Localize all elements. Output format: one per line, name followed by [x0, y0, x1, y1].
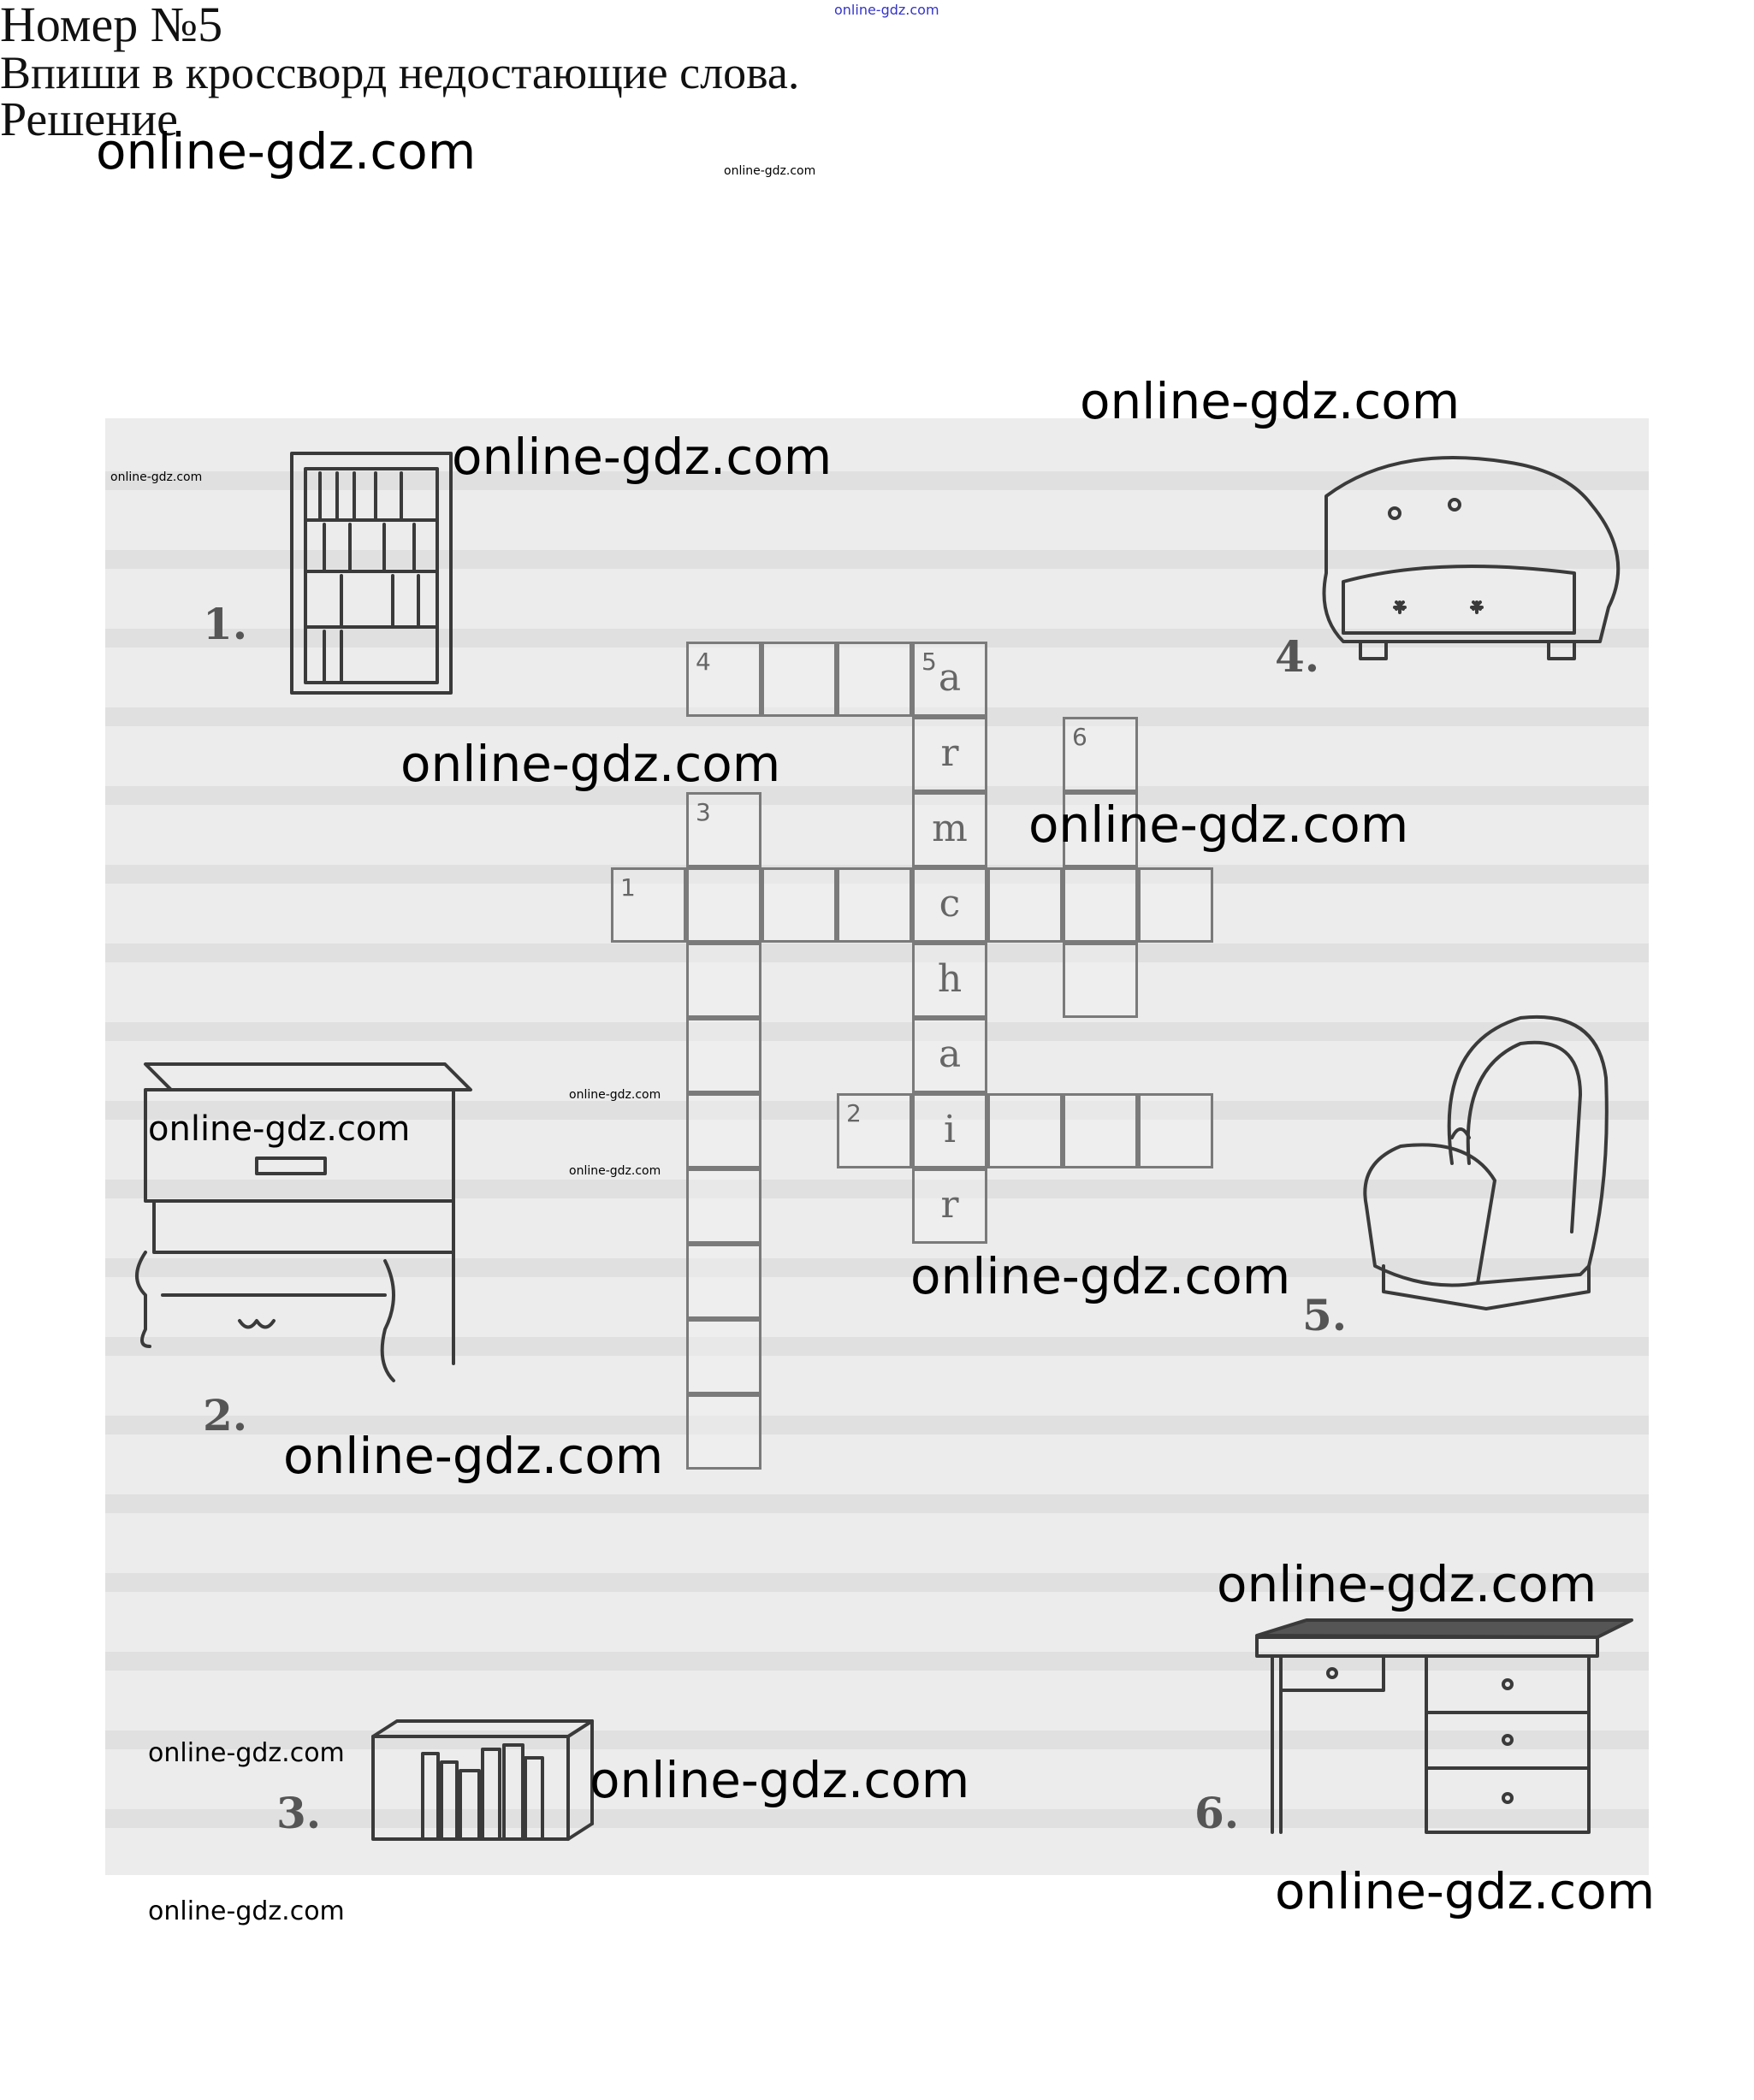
clue-number: 2 [846, 1099, 862, 1127]
crossword-cell[interactable]: r [912, 717, 987, 792]
watermark: online-gdz.com [590, 1751, 970, 1809]
cell-letter: a [938, 656, 962, 700]
crossword-cell[interactable]: c [912, 867, 987, 943]
crossword-cell[interactable] [686, 1093, 761, 1168]
crossword-cell[interactable]: 2 [837, 1093, 912, 1168]
crossword-cell[interactable]: i [912, 1093, 987, 1168]
clue-number: 4 [696, 648, 711, 676]
picture-label-1: 1. [203, 599, 248, 649]
cell-letter: r [940, 1183, 959, 1227]
watermark: online-gdz.com [96, 122, 477, 180]
picture-label-2: 2. [203, 1390, 248, 1440]
cell-letter: m [932, 807, 968, 850]
cell-letter: h [937, 957, 963, 1001]
crossword-cell[interactable] [686, 1244, 761, 1319]
crossword-cell[interactable] [686, 1319, 761, 1394]
clue-number: 1 [620, 873, 636, 902]
clue-number: 6 [1072, 723, 1087, 751]
crossword-cell[interactable]: a [912, 1018, 987, 1093]
title-watermark: online-gdz.com [724, 164, 816, 178]
watermark: online-gdz.com [1217, 1555, 1597, 1613]
page-title: Номер №5 [0, 0, 223, 52]
crossword-cell[interactable] [686, 1168, 761, 1244]
picture-label-4: 4. [1275, 631, 1320, 682]
clue-number: 3 [696, 798, 711, 826]
crossword-cell[interactable] [1138, 867, 1213, 943]
picture-label-3: 3. [276, 1788, 322, 1838]
instruction: Впиши в кроссворд недостающие слова. [0, 47, 800, 98]
crossword-cell[interactable] [987, 867, 1063, 943]
watermark: online-gdz.com [400, 735, 781, 793]
watermark: online-gdz.com [110, 470, 203, 484]
crossword-cell[interactable] [761, 642, 837, 717]
crossword-cell[interactable] [686, 943, 761, 1018]
armchair-icon [1363, 1015, 1609, 1310]
solution-heading: Решение [0, 93, 179, 146]
crossword-cell[interactable]: 6 [1063, 717, 1138, 792]
desk-icon [1255, 1618, 1633, 1834]
crossword-cell[interactable]: h [912, 943, 987, 1018]
bookshelf-icon [371, 1719, 594, 1841]
crossword-cell[interactable] [686, 1394, 761, 1470]
crossword-cell[interactable] [686, 867, 761, 943]
watermark: online-gdz.com [569, 1088, 661, 1102]
watermark: online-gdz.com [452, 428, 833, 486]
watermark: online-gdz.com [1028, 796, 1409, 854]
picture-label-5: 5. [1302, 1290, 1348, 1340]
crossword-cell[interactable]: m [912, 792, 987, 867]
crossword-cell[interactable] [837, 867, 912, 943]
watermark: online-gdz.com [1080, 372, 1461, 430]
bookcase-icon [290, 452, 453, 695]
picture-label-6: 6. [1194, 1788, 1240, 1838]
cell-letter: c [939, 882, 961, 926]
crossword-cell[interactable]: 4 [686, 642, 761, 717]
crossword-cell[interactable]: 3 [686, 792, 761, 867]
watermark: online-gdz.com [148, 1738, 345, 1768]
sofa-icon [1322, 456, 1621, 660]
cell-letter: a [938, 1032, 962, 1076]
crossword-cell[interactable] [761, 867, 837, 943]
watermark: online-gdz.com [148, 1896, 345, 1926]
watermark: online-gdz.com [910, 1247, 1291, 1305]
watermark: online-gdz.com [569, 1164, 661, 1178]
crossword-cell[interactable] [987, 1093, 1063, 1168]
piano-icon [135, 1062, 472, 1382]
crossword-cell[interactable]: 1 [611, 867, 686, 943]
crossword-cell[interactable]: r [912, 1168, 987, 1244]
crossword-cell[interactable] [1063, 792, 1138, 867]
crossword-cell[interactable] [837, 642, 912, 717]
clue-number: 5 [921, 648, 937, 676]
watermark: online-gdz.com [1275, 1862, 1656, 1920]
crossword-cell[interactable] [686, 1018, 761, 1093]
top-watermark: online-gdz.com [834, 2, 939, 18]
watermark: online-gdz.com [283, 1427, 664, 1485]
crossword-cell[interactable] [1063, 943, 1138, 1018]
watermark: online-gdz.com [148, 1109, 411, 1149]
cell-letter: i [943, 1108, 957, 1151]
crossword-cell[interactable] [1138, 1093, 1213, 1168]
crossword-cell[interactable] [1063, 867, 1138, 943]
crossword-cell[interactable] [1063, 1093, 1138, 1168]
cell-letter: r [940, 731, 959, 775]
